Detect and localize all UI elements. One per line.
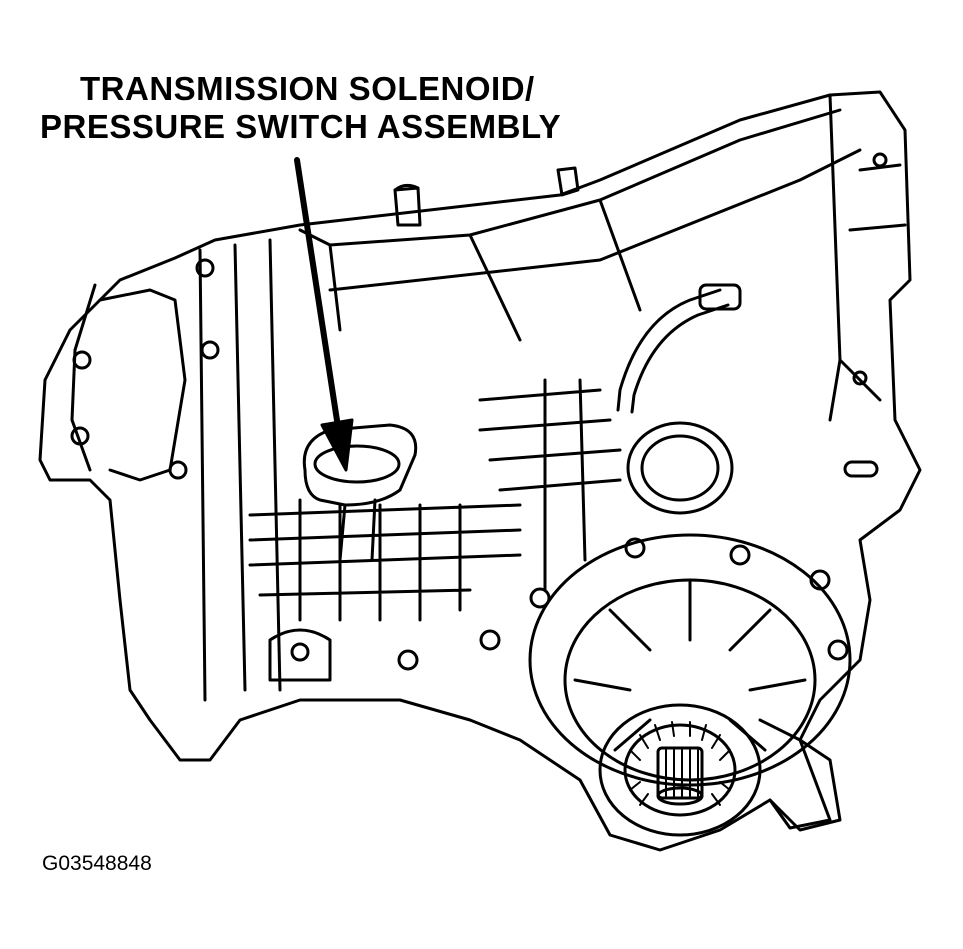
mid-ribs <box>478 378 622 592</box>
bolt-left-5 <box>200 340 220 360</box>
breather-tube-cap <box>698 283 742 311</box>
lower-left-foot <box>268 628 332 682</box>
bell-housing <box>70 283 187 482</box>
bolt-left-4 <box>195 258 215 278</box>
lower-right-bracket <box>758 718 832 830</box>
transmission-case-outline <box>38 90 922 852</box>
breather-tube <box>616 288 730 414</box>
output-bearing <box>598 703 762 837</box>
lower-left-foot-bolt <box>290 642 310 662</box>
flange-bolt-4 <box>624 537 646 559</box>
flange-bolt-7 <box>827 639 849 661</box>
callout-label-line-1: TRANSMISSION SOLENOID/ <box>80 70 535 107</box>
left-flange-lines <box>198 238 282 702</box>
right-slot <box>843 460 879 478</box>
callout-arrowhead <box>320 418 354 472</box>
bolt-right-top <box>872 152 888 168</box>
callout-label-line-2: PRESSURE SWITCH ASSEMBLY <box>40 108 562 145</box>
pump-port-inner <box>640 434 720 502</box>
output-shaft-end <box>656 786 704 806</box>
output-shaft-splines <box>665 749 699 797</box>
top-post <box>393 183 422 227</box>
bolt-left-2 <box>70 426 90 446</box>
output-housing-spokes <box>573 578 807 752</box>
flange-bolt-3 <box>397 649 419 671</box>
right-upper-housing <box>828 93 907 422</box>
pump-port <box>626 421 734 515</box>
bolt-left-3 <box>168 460 188 480</box>
flange-bolt-2 <box>479 629 501 651</box>
solenoid-assembly-plate <box>302 423 418 507</box>
output-bearing-rollers <box>629 721 731 806</box>
callout-arrow-shaft <box>294 157 343 443</box>
output-bearing-inner <box>623 723 737 817</box>
rib-grid <box>248 498 522 622</box>
upper-rib <box>298 108 842 342</box>
solenoid-connector <box>313 444 401 484</box>
solenoid-mount-stem <box>338 498 377 562</box>
flange-bolt-5 <box>729 544 751 566</box>
output-shaft <box>656 746 704 800</box>
flange-bolt-1 <box>529 587 551 609</box>
upper-rib-inner <box>328 148 862 292</box>
bolt-right-mid <box>852 370 868 386</box>
top-post-2 <box>556 166 580 197</box>
bolt-left-1 <box>72 350 92 370</box>
callout-label: TRANSMISSION SOLENOID/ PRESSURE SWITCH A… <box>40 70 660 146</box>
figure-id: G03548848 <box>42 852 152 875</box>
